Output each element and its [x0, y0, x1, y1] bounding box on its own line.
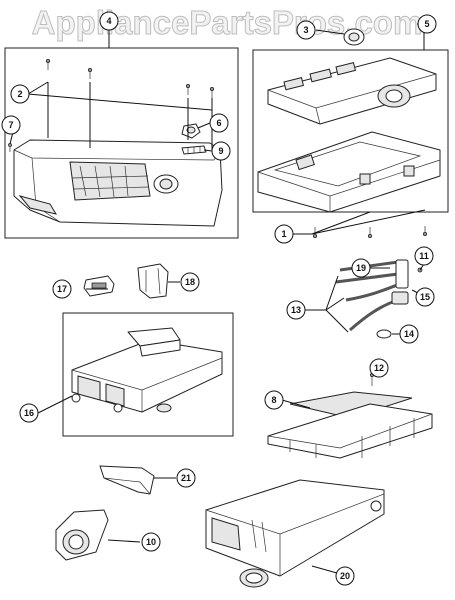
callout-11[interactable]: 11 — [414, 246, 434, 266]
hose-assembly-part-13[interactable] — [335, 259, 409, 332]
callout-label: 18 — [185, 277, 195, 287]
callout-label: 5 — [424, 19, 429, 29]
board-screws — [312, 226, 427, 238]
watermark: AppliancePartsPros.com — [32, 4, 423, 41]
callout-2[interactable]: 2 — [10, 84, 30, 104]
bracket-part-18[interactable] — [137, 263, 169, 299]
dispenser-lid-part-8[interactable] — [267, 391, 433, 459]
callout-label: 6 — [216, 118, 221, 128]
control-panel-part[interactable] — [13, 139, 223, 227]
callout-label: 15 — [420, 292, 430, 302]
callout-label: 14 — [404, 329, 414, 339]
callout-7[interactable]: 7 — [1, 115, 21, 135]
handle-part-10[interactable] — [55, 509, 109, 561]
callout-label: 16 — [24, 408, 34, 418]
panel-group-box — [4, 47, 239, 239]
screws — [8, 59, 214, 152]
dispenser-housing-part-20[interactable] — [205, 479, 385, 588]
callout-label: 9 — [218, 146, 223, 156]
callout-label: 11 — [419, 251, 429, 261]
callout-label: 1 — [281, 229, 286, 239]
callout-label: 2 — [17, 89, 22, 99]
callout-12[interactable]: 12 — [369, 358, 389, 378]
board-group-box — [252, 49, 449, 213]
callout-13[interactable]: 13 — [286, 300, 306, 320]
button-part-6[interactable] — [181, 123, 201, 139]
callout-3[interactable]: 3 — [296, 20, 316, 40]
callout-17[interactable]: 17 — [52, 279, 72, 299]
callout-6[interactable]: 6 — [209, 113, 229, 133]
clamp-part-14[interactable] — [376, 329, 392, 339]
callout-9[interactable]: 9 — [211, 141, 231, 161]
callout-label: 13 — [291, 305, 301, 315]
callout-label: 19 — [356, 263, 366, 273]
callout-10[interactable]: 10 — [141, 532, 161, 552]
callout-label: 17 — [57, 284, 67, 294]
control-board-part[interactable] — [267, 57, 437, 125]
callout-8[interactable]: 8 — [264, 390, 284, 410]
clip-part-17[interactable] — [83, 275, 115, 297]
callout-15[interactable]: 15 — [415, 287, 435, 307]
dispenser-tray-part[interactable] — [71, 327, 223, 413]
callout-5[interactable]: 5 — [417, 14, 437, 34]
callout-4[interactable]: 4 — [99, 11, 119, 31]
board-housing-part[interactable] — [257, 131, 441, 213]
callout-label: 8 — [271, 395, 276, 405]
callout-label: 20 — [340, 571, 350, 581]
callout-1[interactable]: 1 — [274, 224, 294, 244]
dispenser-group-box — [62, 312, 234, 437]
callout-label: 3 — [303, 25, 308, 35]
callout-20[interactable]: 20 — [335, 566, 355, 586]
spring-part-9[interactable] — [181, 145, 207, 155]
callout-18[interactable]: 18 — [180, 272, 200, 292]
callout-label: 21 — [181, 473, 191, 483]
knob-part-3[interactable] — [343, 28, 365, 46]
callout-label: 4 — [106, 16, 111, 26]
callout-16[interactable]: 16 — [19, 403, 39, 423]
callout-19[interactable]: 19 — [351, 258, 371, 278]
callout-21[interactable]: 21 — [176, 468, 196, 488]
guide-part-21[interactable] — [99, 465, 155, 495]
callout-14[interactable]: 14 — [399, 324, 419, 344]
callout-label: 12 — [374, 363, 384, 373]
callout-label: 7 — [8, 120, 13, 130]
callout-label: 10 — [146, 537, 156, 547]
